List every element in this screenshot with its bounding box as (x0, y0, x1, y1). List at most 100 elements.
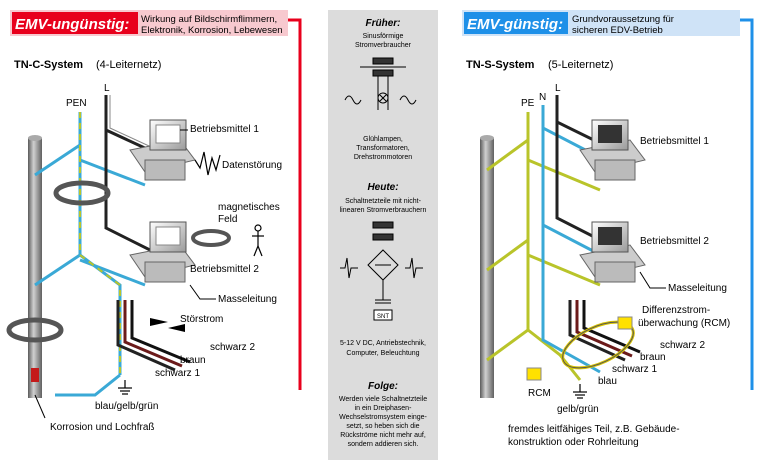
device-2-right (579, 221, 646, 283)
right-system-sub: (5-Leiternetz) (548, 59, 613, 71)
folge-line-5: Rückströme nicht mehr auf, (340, 432, 426, 439)
device-1-right (579, 119, 646, 181)
l-wire-left-hl (109, 95, 163, 153)
metal-pipe-right (480, 138, 494, 398)
frueher-example-2: Transformatoren, (356, 145, 409, 152)
left-badge-desc-1: Wirkung auf Bildschirmflimmern, (141, 14, 277, 25)
differenz-label-1: Differenzstrom- (642, 305, 710, 316)
datenstoerung-label: Datenstörung (222, 160, 282, 171)
sine-wave-icon (399, 95, 417, 105)
spike-wave-icon (340, 257, 358, 279)
field-ring-1 (53, 180, 111, 206)
frueher-line-2: Stromverbraucher (355, 42, 412, 49)
left-schwarz2-label: schwarz 2 (210, 342, 255, 353)
right-system-title: TN-S-System (466, 59, 535, 71)
center-panel: Früher: Sinusförmige Stromverbraucher Gl… (328, 10, 438, 460)
right-device-1-label: Betriebsmittel 1 (640, 136, 709, 147)
korrosion-label: Korrosion und Lochfraß (50, 422, 155, 433)
right-schwarz2-label: schwarz 2 (660, 340, 705, 351)
transformer-icon (360, 57, 406, 110)
frueher-example-3: Drehstrommotoren (354, 154, 412, 161)
label-l-left: L (104, 83, 110, 94)
field-ring-2 (191, 229, 231, 247)
left-device-1-label: Betriebsmittel 1 (190, 124, 259, 135)
ground-icon (118, 380, 132, 395)
left-system-sub: (4-Leiternetz) (96, 59, 161, 71)
feld-label: Feld (218, 214, 237, 225)
right-schwarz1-label: schwarz 1 (612, 364, 657, 375)
device-1-left (129, 119, 196, 181)
right-badge: EMV-günstig: (467, 16, 563, 33)
right-accent-line (740, 18, 754, 390)
snt-box (373, 309, 393, 321)
left-device-2-label: Betriebsmittel 2 (190, 264, 259, 275)
pe-wire (486, 112, 601, 381)
frueher-line-1: Sinusförmige (363, 33, 404, 40)
left-masseleitung-label: Masseleitung (218, 294, 277, 305)
fremdes-label-1: fremdes leitfähiges Teil, z.B. Gebäude- (508, 424, 680, 435)
rcm-sensor-icon (617, 316, 633, 330)
left-braun-label: braun (180, 355, 206, 366)
heute-example-2: Computer, Beleuchtung (346, 350, 419, 357)
heute-line-2: linearen Stromverbrauchern (340, 207, 427, 214)
right-badge-bg (464, 12, 568, 34)
metal-pipe-left (28, 138, 42, 398)
pipe-top-left (28, 135, 42, 141)
folge-title: Folge: (368, 381, 398, 392)
lower-cables-right (568, 300, 641, 362)
gelbgruen-label: gelb/grün (557, 404, 599, 415)
n-wire (541, 105, 601, 374)
spike-wave-icon (405, 257, 423, 279)
right-masseleitung-label: Masseleitung (668, 283, 727, 294)
corrosion-pointer (34, 394, 46, 419)
field-ring-3 (6, 317, 64, 343)
fremdes-label-2: konstruktion oder Rohrleitung (508, 437, 639, 448)
pen-wire-stripe (79, 112, 121, 375)
l-wire-left (104, 95, 161, 257)
stoerstrom-label: Störstrom (180, 314, 223, 325)
pipe-top-right (480, 135, 494, 141)
person-icon (252, 224, 264, 257)
label-n: N (539, 92, 546, 103)
folge-line-6: sondern addieren sich. (348, 441, 419, 448)
device-2-left (129, 221, 196, 283)
right-braun-label: braun (640, 352, 666, 363)
frueher-title: Früher: (366, 18, 401, 29)
lower-cables-left (116, 300, 191, 372)
ground-icon (573, 384, 587, 399)
snt-label: SNT (377, 314, 389, 320)
sine-wave-icon (344, 95, 362, 105)
corrosion-icon (31, 368, 39, 382)
left-badge-desc-2: Elektronik, Korrosion, Lebewesen (141, 25, 283, 36)
left-badge: EMV-ungünstig: (15, 16, 129, 33)
leader-masse-right (639, 271, 666, 289)
rcm-sensor-icon (526, 367, 542, 381)
left-accent-line (288, 18, 302, 390)
folge-line-1: Werden viele Schaltnetzteile (339, 396, 427, 403)
right-device-2-label: Betriebsmittel 2 (640, 236, 709, 247)
label-l-right: L (555, 83, 561, 94)
pen-wire (34, 112, 146, 397)
blau-label: blau (598, 376, 617, 387)
heute-line-1: Schaltnetzteile mit nicht- (345, 198, 422, 205)
blaugelbgruen-label: blau/gelb/grün (95, 401, 158, 412)
left-schwarz1-label: schwarz 1 (155, 368, 200, 379)
rcm-label: RCM (528, 388, 551, 399)
heute-title: Heute: (367, 182, 398, 193)
folge-line-3: Wechselstromsystem einge- (339, 414, 427, 421)
right-badge-desc-2: sicheren EDV-Betrieb (572, 25, 663, 36)
differenz-label-2: überwachung (RCM) (638, 318, 730, 329)
heute-example-1: 5-12 V DC, Antriebstechnik, (340, 340, 426, 347)
noise-wave-icon (194, 151, 221, 176)
right-badge-desc-1: Grundvoraussetzung für (572, 14, 674, 25)
left-panel: EMV-ungünstig: Wirkung auf Bildschirmfli… (6, 10, 302, 433)
left-badge-bg (12, 12, 138, 34)
magnetisches-label: magnetisches (218, 202, 280, 213)
right-panel: EMV-günstig: Grundvoraussetzung für sich… (462, 10, 754, 448)
leader-masse (189, 284, 216, 300)
label-pen: PEN (66, 98, 87, 109)
folge-line-4: setzt, so heben sich die (346, 423, 419, 430)
frueher-example-1: Glühlampen, (363, 136, 403, 143)
rectifier-icon (367, 221, 399, 304)
folge-line-2: in ein Dreiphasen- (355, 405, 412, 412)
